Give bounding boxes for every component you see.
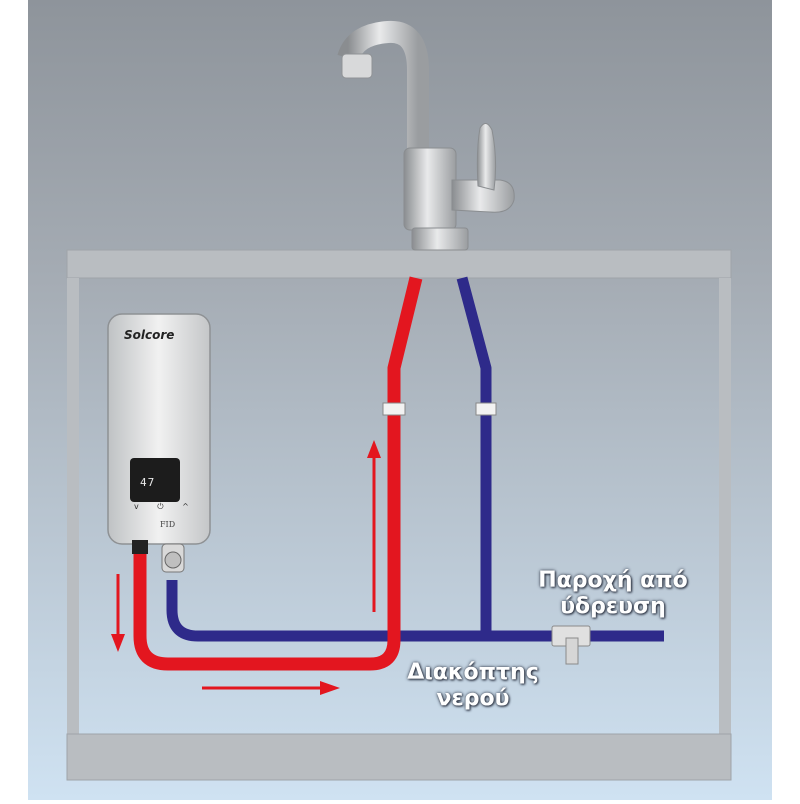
cabinet-left-wall (67, 278, 79, 736)
faucet-valve-housing (451, 179, 515, 213)
countertop (66, 249, 732, 279)
hot-water-pipe (133, 276, 423, 671)
cold-pipe-clamp (475, 402, 497, 416)
faucet-body (403, 147, 457, 231)
valve-label: Διακόπτης νερού (407, 660, 539, 711)
supply-label: Παροχή από ύδρευση (538, 568, 688, 619)
heater-display-value: 47 (140, 476, 156, 489)
arrow-down-head (111, 634, 125, 652)
water-heater (107, 313, 211, 573)
sink-cabinet (66, 249, 732, 781)
flow-arrows (111, 440, 381, 695)
heater-hot-outlet (132, 540, 148, 554)
faucet (337, 20, 515, 251)
faucet-aerator (341, 53, 373, 79)
arrow-up-head (367, 440, 381, 458)
hot-pipe-path (133, 276, 423, 671)
hot-pipe-clamp (382, 402, 406, 416)
faucet-spout (337, 20, 429, 160)
valve-handle (565, 637, 579, 665)
cabinet-floor (66, 733, 732, 781)
cold-water-pipe (166, 276, 664, 642)
cold-pipe-main (166, 580, 664, 642)
heater-inlet-nut (164, 551, 182, 569)
heater-model: FID (160, 520, 176, 529)
water-valve (551, 625, 591, 665)
cabinet-right-wall (719, 278, 731, 736)
heater-brand: Solcore (124, 328, 175, 342)
faucet-base (411, 227, 469, 251)
heater-display (130, 458, 180, 502)
faucet-handle (476, 123, 497, 191)
arrow-right-head (320, 681, 340, 695)
cold-pipe-to-faucet (456, 276, 492, 636)
heater-controls: v ⏻ ^ (134, 502, 197, 511)
